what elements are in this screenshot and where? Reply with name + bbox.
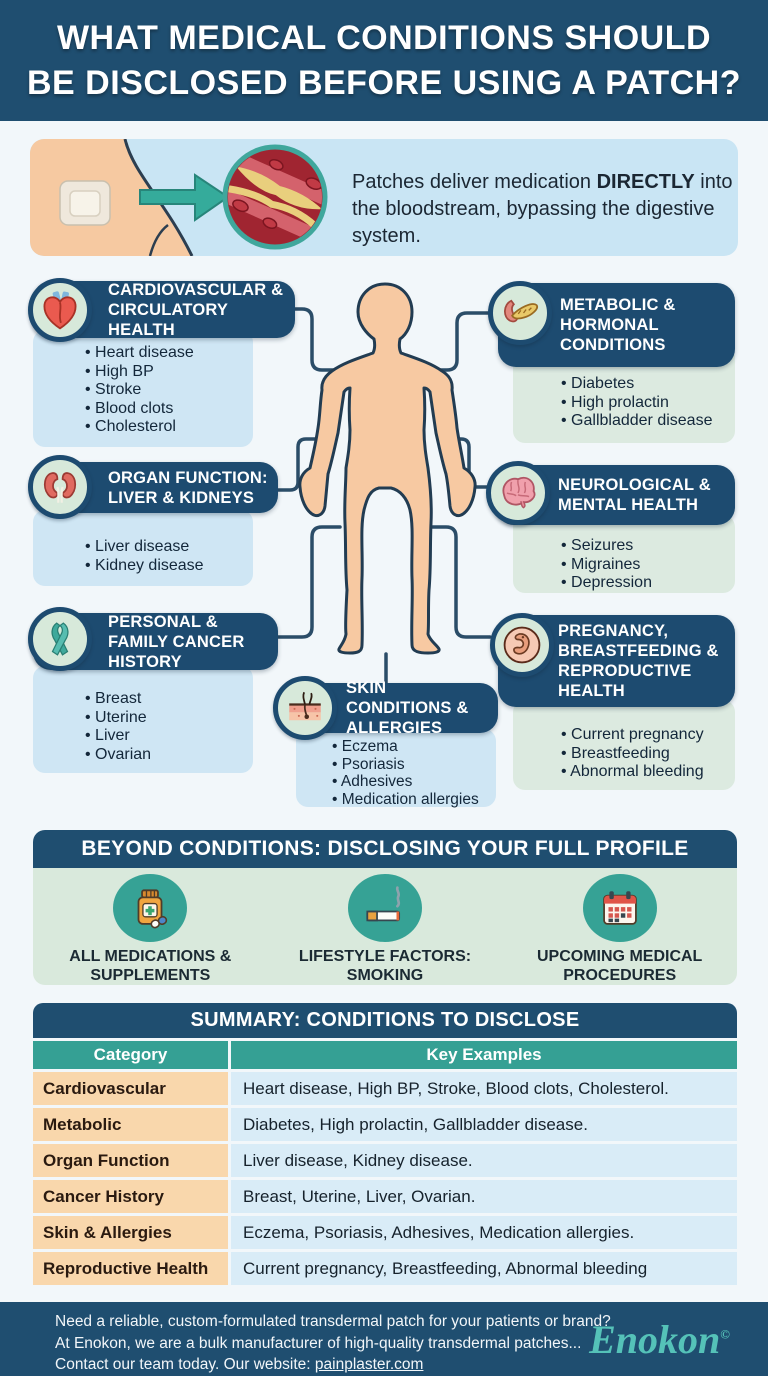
table-cell-category: Skin & Allergies: [33, 1216, 228, 1249]
beyond-item-smoking: LIFESTYLE FACTORS: SMOKING: [268, 868, 503, 985]
condition-item: Blood clots: [85, 400, 253, 419]
condition-item: Diabetes: [561, 375, 735, 394]
condition-item: High prolactin: [561, 394, 735, 413]
beyond-item-medications: ALL MEDICATIONS & SUPPLEMENTS: [33, 868, 268, 985]
condition-item: Current pregnancy: [561, 726, 735, 745]
table-cell-examples: Current pregnancy, Breastfeeding, Abnorm…: [231, 1252, 737, 1285]
condition-list-neurological: Seizures Migraines Depression: [513, 515, 735, 593]
condition-list-cancer: Breast Uterine Liver Ovarian: [33, 666, 253, 773]
beyond-conditions-section: BEYOND CONDITIONS: DISCLOSING YOUR FULL …: [33, 830, 737, 985]
page-footer: Need a reliable, custom-formulated trans…: [0, 1302, 768, 1376]
condition-item: Breast: [85, 690, 253, 709]
table-cell-category: Cardiovascular: [33, 1072, 228, 1105]
table-row: Reproductive Health Current pregnancy, B…: [33, 1252, 737, 1285]
condition-item: Abnormal bleeding: [561, 763, 735, 782]
patch-to-bloodstream-illustration: [30, 139, 338, 256]
table-cell-category: Metabolic: [33, 1108, 228, 1141]
kidneys-icon: [28, 455, 92, 519]
column-header-category: Category: [33, 1041, 228, 1069]
arrow-right-icon: [139, 173, 230, 222]
condition-list-organ: Liver disease Kidney disease: [33, 510, 253, 586]
artery-icon: [212, 144, 338, 250]
condition-item: Psoriasis: [332, 756, 496, 774]
table-cell-examples: Eczema, Psoriasis, Adhesives, Medication…: [231, 1216, 737, 1249]
medications-icon: [113, 874, 188, 942]
condition-list-pregnancy: Current pregnancy Breastfeeding Abnormal…: [513, 700, 735, 790]
page-title-line2: BE DISCLOSED BEFORE USING A PATCH?: [26, 63, 742, 102]
cigarette-icon: [348, 874, 422, 942]
condition-items: Heart disease High BP Stroke Blood clots…: [33, 330, 253, 437]
table-row: Skin & Allergies Eczema, Psoriasis, Adhe…: [33, 1216, 737, 1249]
condition-item: Eczema: [332, 738, 496, 756]
condition-items: Seizures Migraines Depression: [513, 515, 735, 593]
condition-item: Liver: [85, 727, 253, 746]
condition-item: Heart disease: [85, 344, 253, 363]
table-cell-category: Reproductive Health: [33, 1252, 228, 1285]
hero-bold-word: DIRECTLY: [596, 171, 695, 193]
hero-text: Patches deliver medication DIRECTLY into…: [352, 171, 733, 247]
table-cell-examples: Heart disease, High BP, Stroke, Blood cl…: [231, 1072, 737, 1105]
condition-items: Eczema Psoriasis Adhesives Medication al…: [296, 729, 496, 808]
beyond-conditions-title: BEYOND CONDITIONS: DISCLOSING YOUR FULL …: [33, 830, 737, 868]
beyond-item-procedures: UPCOMING MEDICAL PROCEDURES: [502, 868, 737, 985]
fetus-icon: [490, 613, 554, 677]
beyond-item-label: UPCOMING MEDICAL PROCEDURES: [537, 948, 703, 984]
beyond-item-label: ALL MEDICATIONS & SUPPLEMENTS: [69, 948, 232, 984]
skin-icon: [273, 676, 337, 740]
page-title-line1: WHAT MEDICAL CONDITIONS SHOULD: [56, 18, 712, 57]
pancreas-icon: [488, 281, 552, 345]
table-cell-examples: Diabetes, High prolactin, Gallbladder di…: [231, 1108, 737, 1141]
footer-line3: Contact our team today. Our website: pai…: [55, 1356, 424, 1373]
condition-list-cardiovascular: Heart disease High BP Stroke Blood clots…: [33, 330, 253, 447]
footer-line1: Need a reliable, custom-formulated trans…: [55, 1313, 611, 1330]
condition-item: Depression: [561, 574, 735, 593]
footer-line2: At Enokon, we are a bulk manufacturer of…: [55, 1334, 582, 1352]
table-cell-category: Organ Function: [33, 1144, 228, 1177]
table-cell-examples: Breast, Uterine, Liver, Ovarian.: [231, 1180, 737, 1213]
condition-item: Uterine: [85, 709, 253, 728]
condition-items: Liver disease Kidney disease: [33, 510, 253, 575]
heart-icon: [28, 278, 92, 342]
table-cell-category: Cancer History: [33, 1180, 228, 1213]
column-header-key-examples: Key Examples: [231, 1041, 737, 1069]
calendar-icon: [582, 874, 657, 942]
brain-icon: [486, 461, 550, 525]
table-row: Cancer History Breast, Uterine, Liver, O…: [33, 1180, 737, 1213]
condition-item: Stroke: [85, 381, 253, 400]
beyond-item-label: LIFESTYLE FACTORS: SMOKING: [298, 948, 472, 984]
condition-item: Kidney disease: [85, 557, 253, 576]
condition-item: Cholesterol: [85, 418, 253, 437]
human-body-figure: [298, 282, 477, 655]
condition-list-skin: Eczema Psoriasis Adhesives Medication al…: [296, 729, 496, 808]
condition-item: Medication allergies: [332, 791, 496, 809]
condition-item: Adhesives: [332, 773, 496, 791]
condition-items: Current pregnancy Breastfeeding Abnormal…: [513, 700, 735, 782]
condition-items: Diabetes High prolactin Gallbladder dise…: [513, 345, 735, 431]
table-row: Metabolic Diabetes, High prolactin, Gall…: [33, 1108, 737, 1141]
summary-table-header-row: Category Key Examples: [33, 1041, 737, 1069]
condition-item: Ovarian: [85, 746, 253, 765]
patch-icon: [59, 180, 111, 226]
table-row: Cardiovascular Heart disease, High BP, S…: [33, 1072, 737, 1105]
website-link[interactable]: painplaster.com: [314, 1356, 424, 1373]
condition-items: Breast Uterine Liver Ovarian: [33, 666, 253, 764]
hero-banner: Patches deliver medication DIRECTLY into…: [30, 139, 738, 256]
beyond-conditions-body: ALL MEDICATIONS & SUPPLEMENTS LIFESTYLE …: [33, 868, 737, 985]
condition-item: Breastfeeding: [561, 745, 735, 764]
condition-item: High BP: [85, 363, 253, 382]
page-header: WHAT MEDICAL CONDITIONS SHOULD BE DISCLO…: [0, 0, 768, 121]
condition-item: Migraines: [561, 556, 735, 575]
enokon-logo: Enokon©: [589, 1317, 730, 1362]
ribbon-icon: [28, 607, 92, 671]
summary-table: SUMMARY: CONDITIONS TO DISCLOSE Category…: [33, 1003, 737, 1285]
table-row: Organ Function Liver disease, Kidney dis…: [33, 1144, 737, 1177]
condition-item: Liver disease: [85, 538, 253, 557]
condition-item: Seizures: [561, 537, 735, 556]
summary-table-title: SUMMARY: CONDITIONS TO DISCLOSE: [33, 1003, 737, 1038]
copyright-mark: ©: [720, 1326, 730, 1342]
condition-item: Gallbladder disease: [561, 412, 735, 431]
table-cell-examples: Liver disease, Kidney disease.: [231, 1144, 737, 1177]
